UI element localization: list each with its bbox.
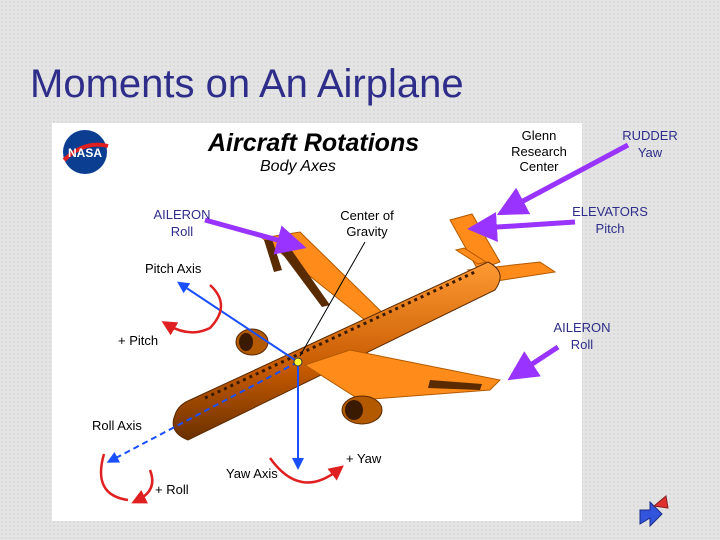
elevators-name: ELEVATORS (572, 204, 648, 219)
roll-axis-label: Roll Axis (92, 418, 142, 433)
next-slide-icon[interactable] (636, 492, 674, 528)
rudder-callout: RUDDER Yaw (610, 128, 690, 162)
roll-axis-line (106, 361, 299, 463)
org-line-2: Research (511, 143, 567, 159)
elevators-arrow (467, 212, 576, 243)
org-label: Glenn Research Center (503, 128, 575, 175)
cg-pointer (299, 241, 366, 357)
rudder-name: RUDDER (622, 128, 678, 143)
diagram-subheading: Body Axes (260, 158, 336, 175)
pitch-axis-line (177, 281, 299, 363)
aileron-left-arrow (204, 217, 307, 255)
cg-label: Center of Gravity (330, 208, 404, 239)
aileron-left-name: AILERON (153, 207, 211, 222)
pitch-axis-label: Pitch Axis (145, 261, 202, 276)
roll-label: + Roll (155, 482, 189, 497)
elevators-callout: ELEVATORS Pitch (556, 204, 664, 238)
aileron-left-callout: AILERON Roll (140, 207, 224, 241)
yaw-rotation-arrow (268, 457, 344, 484)
aileron-right-callout: AILERON Roll (540, 320, 624, 354)
nasa-logo: NASA (62, 130, 109, 174)
pitch-label: + Pitch (118, 333, 159, 348)
fuselage (172, 261, 501, 441)
aileron-right-motion: Roll (570, 336, 594, 352)
diagram-panel (52, 123, 582, 521)
elevators-motion: Pitch (595, 220, 625, 236)
yaw-label: + Yaw (346, 451, 382, 466)
aileron-right-arrow (507, 344, 560, 381)
slide-title: Moments on An Airplane (30, 62, 464, 106)
rudder-motion: Yaw (637, 144, 663, 160)
aileron-right-name: AILERON (553, 320, 611, 335)
left-wing (303, 349, 502, 401)
nasa-logo-text: NASA (68, 146, 102, 160)
roll-rotation-arrow (99, 453, 129, 502)
cg-line-1: Center of (340, 208, 394, 223)
yaw-axis-label: Yaw Axis (226, 466, 278, 481)
rudder-arrow (496, 142, 630, 216)
org-line-1: Glenn (521, 128, 557, 143)
org-line-3: Center (519, 159, 559, 175)
diagram-heading: Aircraft Rotations (208, 129, 420, 157)
aileron-left-motion: Roll (170, 223, 194, 239)
center-of-gravity-point (293, 357, 303, 367)
cg-line-2: Gravity (346, 223, 388, 239)
pitch-rotation-arrow (161, 284, 223, 336)
